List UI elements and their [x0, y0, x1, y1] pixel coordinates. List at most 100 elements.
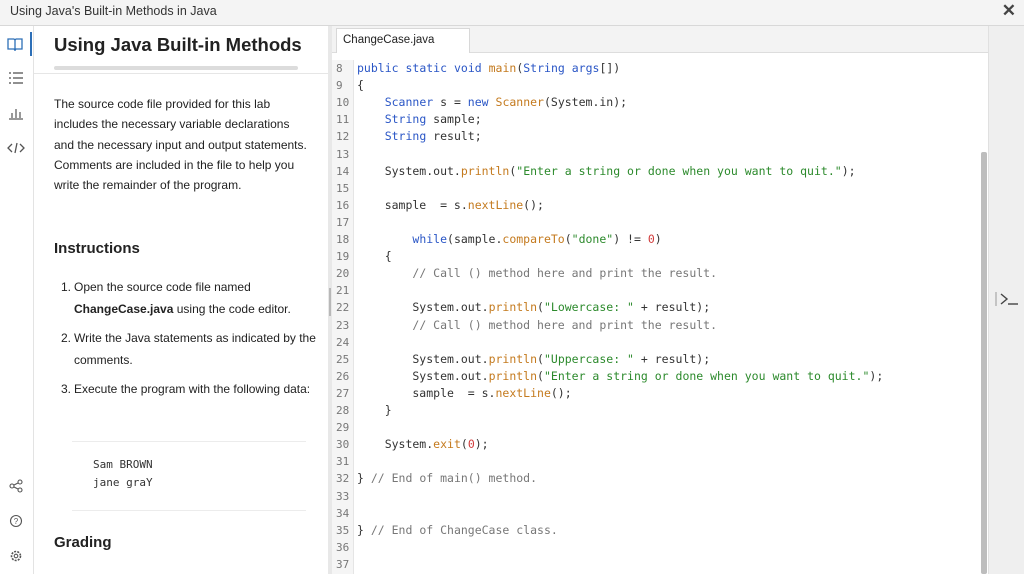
progress-bar [54, 66, 298, 70]
code-line[interactable]: 12 String result; [332, 128, 982, 145]
line-number: 31 [336, 455, 350, 469]
code-text: System.exit(0); [357, 437, 489, 452]
code-line[interactable]: 33 [332, 488, 982, 505]
code-line[interactable]: 19 { [332, 248, 982, 265]
code-text: { [357, 249, 392, 264]
code-text: while(sample.compareTo("done") != 0) [412, 232, 662, 246]
code-line[interactable]: 10 Scanner s = new Scanner(System.in); [332, 94, 982, 111]
code-text: // Call () method here and print the res… [412, 317, 718, 332]
code-line[interactable]: 14 System.out.println("Enter a string or… [332, 163, 982, 180]
book-icon[interactable] [0, 32, 32, 56]
line-number: 16 [336, 198, 350, 212]
line-number: 36 [336, 540, 350, 554]
right-panel [988, 26, 1024, 574]
code-line[interactable]: 17 [332, 214, 982, 231]
code-line[interactable]: 25 System.out.println("Uppercase: " + re… [332, 351, 982, 368]
list-item: 1.Open the source code file named Change… [54, 276, 316, 320]
code-line[interactable]: 30 System.exit(0); [332, 436, 982, 453]
step-text: Open the source code file named [74, 280, 251, 294]
splitter-grip[interactable] [329, 288, 331, 316]
panel-splitter[interactable] [328, 26, 332, 574]
line-number: 8 [336, 62, 343, 75]
terminal-icon[interactable] [993, 286, 1021, 312]
code-line[interactable]: 20 // Call () method here and print the … [332, 265, 982, 282]
line-number: 17 [336, 215, 350, 229]
steps-list: 1.Open the source code file named Change… [54, 276, 316, 407]
line-number: 23 [336, 318, 350, 332]
line-number: 30 [336, 438, 350, 452]
code-text: sample = s.nextLine(); [357, 197, 544, 212]
code-text: public static void main(String args[]) [357, 61, 621, 75]
line-number: 25 [336, 352, 350, 366]
line-number: 18 [336, 233, 350, 246]
code-text: System.out.println("Enter a string or do… [357, 368, 884, 383]
code-line[interactable]: 21 [332, 282, 982, 299]
step-number: 1. [61, 280, 72, 294]
line-number: 21 [336, 284, 350, 298]
line-number: 10 [336, 96, 350, 110]
step-text: Execute the program with the following d… [74, 382, 311, 396]
share-icon[interactable] [0, 474, 32, 498]
intro-text: The source code file provided for this l… [54, 97, 307, 193]
line-number: 35 [336, 523, 350, 537]
code-text: } // End of main() method. [357, 471, 538, 486]
line-number: 33 [336, 489, 350, 503]
code-line[interactable]: 11 String sample; [332, 111, 982, 128]
step-text: using the code editor. [173, 302, 291, 316]
code-text: Scanner s = new Scanner(System.in); [384, 95, 628, 110]
code-icon[interactable] [0, 136, 32, 160]
line-number: 9 [336, 79, 343, 93]
line-number: 14 [336, 164, 350, 178]
line-number: 24 [336, 335, 350, 349]
editor-scrollbar[interactable] [981, 152, 987, 574]
code-line[interactable]: 23 // Call () method here and print the … [332, 317, 982, 334]
settings-icon[interactable] [0, 544, 32, 568]
code-editor: ChangeCase.java 8 public static void main… [332, 26, 988, 574]
line-number: 20 [336, 267, 350, 281]
data-line: jane graY [93, 476, 153, 489]
chart-icon[interactable] [0, 101, 32, 125]
code-line[interactable]: 32} // End of main() method. [332, 470, 982, 487]
step-filename: ChangeCase.java [74, 302, 174, 316]
line-number: 37 [336, 557, 350, 571]
code-line[interactable]: 18 while(sample.compareTo("done") != 0) [332, 231, 982, 248]
editor-tab-bar: ChangeCase.java [332, 26, 988, 53]
code-line[interactable]: 31 [332, 453, 982, 470]
line-number-gutter [332, 60, 354, 574]
code-line[interactable]: 34 [332, 505, 982, 522]
code-line[interactable]: 13 [332, 146, 982, 163]
line-number: 15 [336, 181, 350, 195]
list-item: 2.Write the Java statements as indicated… [54, 327, 316, 371]
code-text: sample = s.nextLine(); [357, 385, 572, 400]
code-line[interactable]: 37 [332, 556, 982, 573]
code-line[interactable]: 29 [332, 419, 982, 436]
code-text: String sample; [384, 112, 482, 127]
code-line[interactable]: 15 [332, 180, 982, 197]
code-text: System.out.println("Lowercase: " + resul… [357, 300, 711, 315]
code-line[interactable]: 22 System.out.println("Lowercase: " + re… [332, 299, 982, 316]
window-titlebar: Using Java's Built-in Methods in Java ✕ [0, 0, 1024, 26]
help-icon[interactable]: ? [0, 509, 32, 533]
code-text: { [357, 78, 364, 93]
close-icon[interactable]: ✕ [1001, 1, 1016, 20]
step-text: Write the Java statements as indicated b… [74, 331, 316, 367]
code-line[interactable]: 9{ [332, 77, 982, 94]
line-number: 29 [336, 421, 350, 435]
code-line[interactable]: 24 [332, 334, 982, 351]
code-text: } // End of ChangeCase class. [357, 522, 558, 537]
code-line[interactable]: 27 sample = s.nextLine(); [332, 385, 982, 402]
code-line[interactable]: 16 sample = s.nextLine(); [332, 197, 982, 214]
code-line[interactable]: 35 } // End of ChangeCase class. [332, 522, 982, 539]
code-line[interactable]: 28 } [332, 402, 982, 419]
divider-line [34, 73, 328, 74]
code-line[interactable]: 8 public static void main(String args[]) [332, 60, 982, 77]
code-line[interactable]: 36 [332, 539, 982, 556]
list-icon[interactable] [0, 66, 32, 90]
code-text: System.out.println("Uppercase: " + resul… [357, 351, 711, 366]
line-number: 28 [336, 404, 350, 417]
line-number: 34 [336, 506, 350, 520]
code-line[interactable]: 26 System.out.println("Enter a string or… [332, 368, 982, 385]
tab-changecase-java[interactable]: ChangeCase.java [336, 28, 470, 53]
code-text: String result; [384, 129, 482, 144]
code-area[interactable]: 8 public static void main(String args[]) 9… [332, 60, 988, 574]
